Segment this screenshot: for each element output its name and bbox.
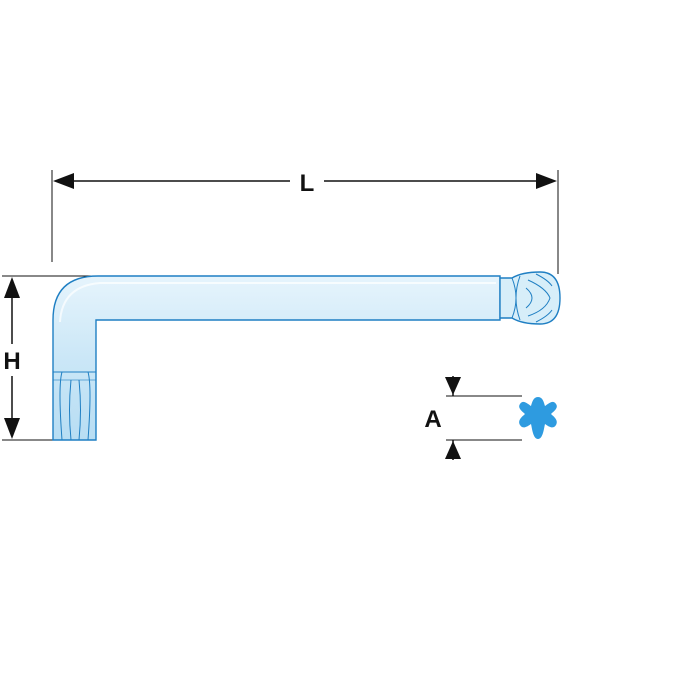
- flute-line: [525, 287, 533, 309]
- ball-end-head: [499, 271, 561, 325]
- torx-profile-icon: [519, 397, 557, 439]
- flute-line: [535, 309, 553, 323]
- flute-line: [59, 371, 63, 441]
- across-dimension: A: [424, 376, 461, 460]
- ball-end-tip: [499, 271, 561, 325]
- across-arrow-top: [445, 377, 461, 395]
- length-label: L: [300, 170, 315, 197]
- flute-line: [69, 379, 72, 441]
- length-arrow-right: [536, 173, 557, 189]
- short-arm-flutes: [53, 371, 96, 441]
- height-dimension: H: [3, 277, 21, 439]
- height-arrow-bottom: [4, 418, 20, 439]
- flute-line: [78, 379, 81, 441]
- flute-line: [515, 275, 521, 321]
- extension-lines: [2, 170, 559, 441]
- torx-profile-shape: [519, 397, 557, 439]
- flute-line: [527, 279, 551, 317]
- torx-key-body: [52, 275, 501, 441]
- flute-line: [87, 371, 91, 441]
- length-arrow-left: [53, 173, 74, 189]
- across-arrow-bottom: [445, 441, 461, 459]
- length-dimension: L: [53, 170, 557, 197]
- torx-key: [52, 271, 561, 441]
- flute-line: [535, 273, 553, 287]
- height-label: H: [3, 348, 20, 375]
- height-arrow-top: [4, 277, 20, 298]
- bend-highlight: [59, 282, 496, 323]
- across-label: A: [424, 406, 441, 433]
